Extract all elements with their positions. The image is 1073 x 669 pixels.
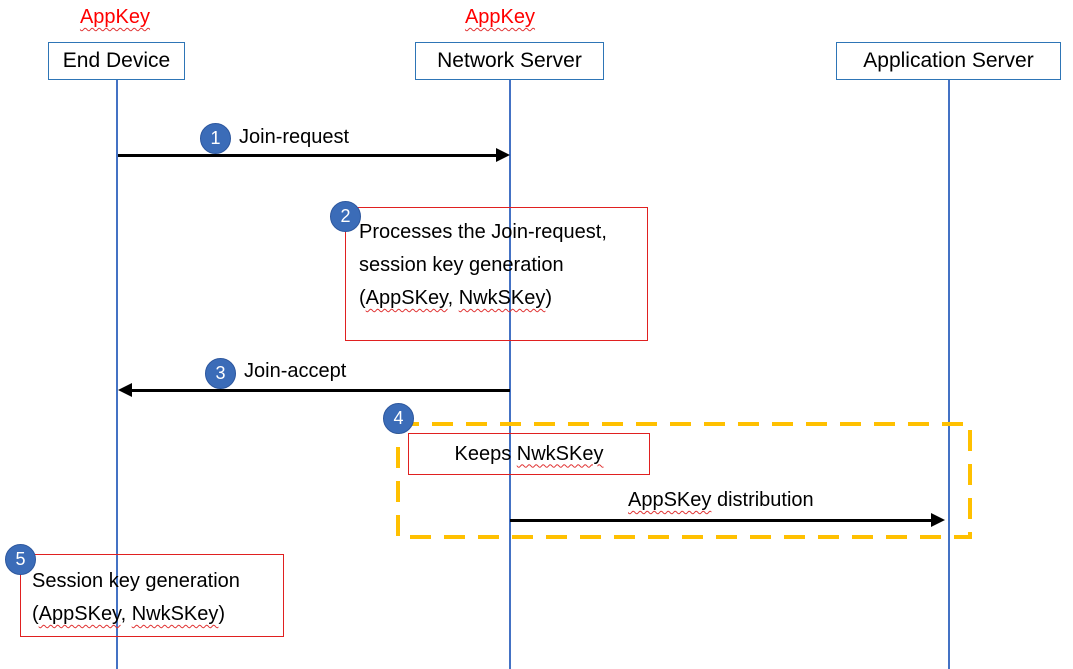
paren: (: [32, 603, 39, 625]
appskey-distribution-label: AppSKey distribution: [628, 489, 814, 512]
note-line-keys: (AppSKey, NwkSKey): [359, 282, 647, 315]
appskey-distribution-arrow-line: [510, 518, 931, 522]
note-line-keys: Keeps NwkSKey: [455, 438, 604, 471]
join-request-arrow-line: [118, 153, 498, 157]
distribution-text: distribution: [711, 489, 814, 511]
session-key-generation-note: Session key generation (AppSKey, NwkSKey…: [20, 554, 284, 637]
key-distribution-dashed-box: [396, 422, 972, 539]
join-request-arrowhead: [496, 148, 510, 162]
separator: ,: [120, 603, 132, 625]
actor-box-network-server: Network Server: [415, 42, 604, 80]
join-accept-label: Join-accept: [244, 360, 347, 382]
appkey-label-network-server: AppKey: [455, 6, 545, 29]
keeps-nwkskey-note: Keeps NwkSKey: [408, 433, 650, 475]
nwkskey-text: NwkSKey: [516, 442, 604, 465]
step-3-badge: 3: [205, 358, 236, 389]
lifeline-network-server: [509, 80, 511, 669]
lifeline-end-device: [116, 80, 118, 669]
appkey-text: AppKey: [464, 6, 536, 28]
separator: ,: [447, 287, 459, 309]
step-1-badge: 1: [200, 123, 231, 154]
note-line-keys: (AppSKey, NwkSKey): [32, 598, 283, 631]
process-join-request-note: Processes the Join-request, session key …: [345, 207, 648, 341]
step-2-badge: 2: [330, 201, 361, 232]
appkey-label-end-device: AppKey: [70, 6, 160, 29]
appskey-text: AppSKey: [38, 603, 121, 625]
paren: (: [359, 287, 366, 309]
note-line: Processes the Join-request,: [359, 221, 607, 243]
appskey-text: AppSKey: [365, 287, 448, 309]
join-accept-arrowhead: [118, 383, 132, 397]
appskey-text: AppSKey: [628, 489, 712, 511]
actor-box-end-device: End Device: [48, 42, 185, 80]
keeps-text: Keeps: [454, 442, 517, 465]
appskey-distribution-arrowhead: [931, 513, 945, 527]
nwkskey-text: NwkSKey: [458, 287, 546, 309]
actor-box-application-server: Application Server: [836, 42, 1061, 80]
note-line: session key generation: [359, 254, 564, 276]
appkey-text: AppKey: [79, 6, 151, 28]
step-5-badge: 5: [5, 544, 36, 575]
lifeline-application-server: [948, 80, 950, 669]
join-request-label: Join-request: [239, 126, 350, 148]
paren: ): [218, 603, 226, 625]
nwkskey-text: NwkSKey: [131, 603, 219, 625]
note-line: Session key generation: [32, 570, 240, 592]
join-accept-arrow-line: [132, 388, 510, 392]
paren: ): [545, 287, 553, 309]
step-4-badge: 4: [383, 403, 414, 434]
